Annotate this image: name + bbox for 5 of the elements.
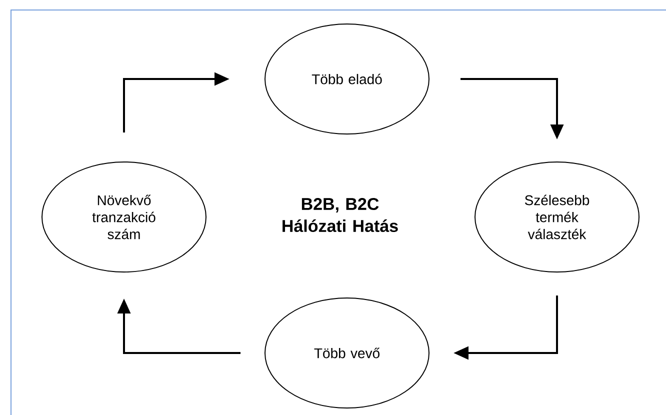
ellipse-node: Növekvő tranzakció szám (42, 162, 206, 272)
ellipse-node: Több eladó (264, 24, 430, 134)
ellipse-node: Szélesebb termék választék (474, 162, 640, 272)
center-title: B2B, B2C Hálózati Hatás (282, 198, 398, 232)
ellipse-node: Több vevő (264, 298, 430, 408)
